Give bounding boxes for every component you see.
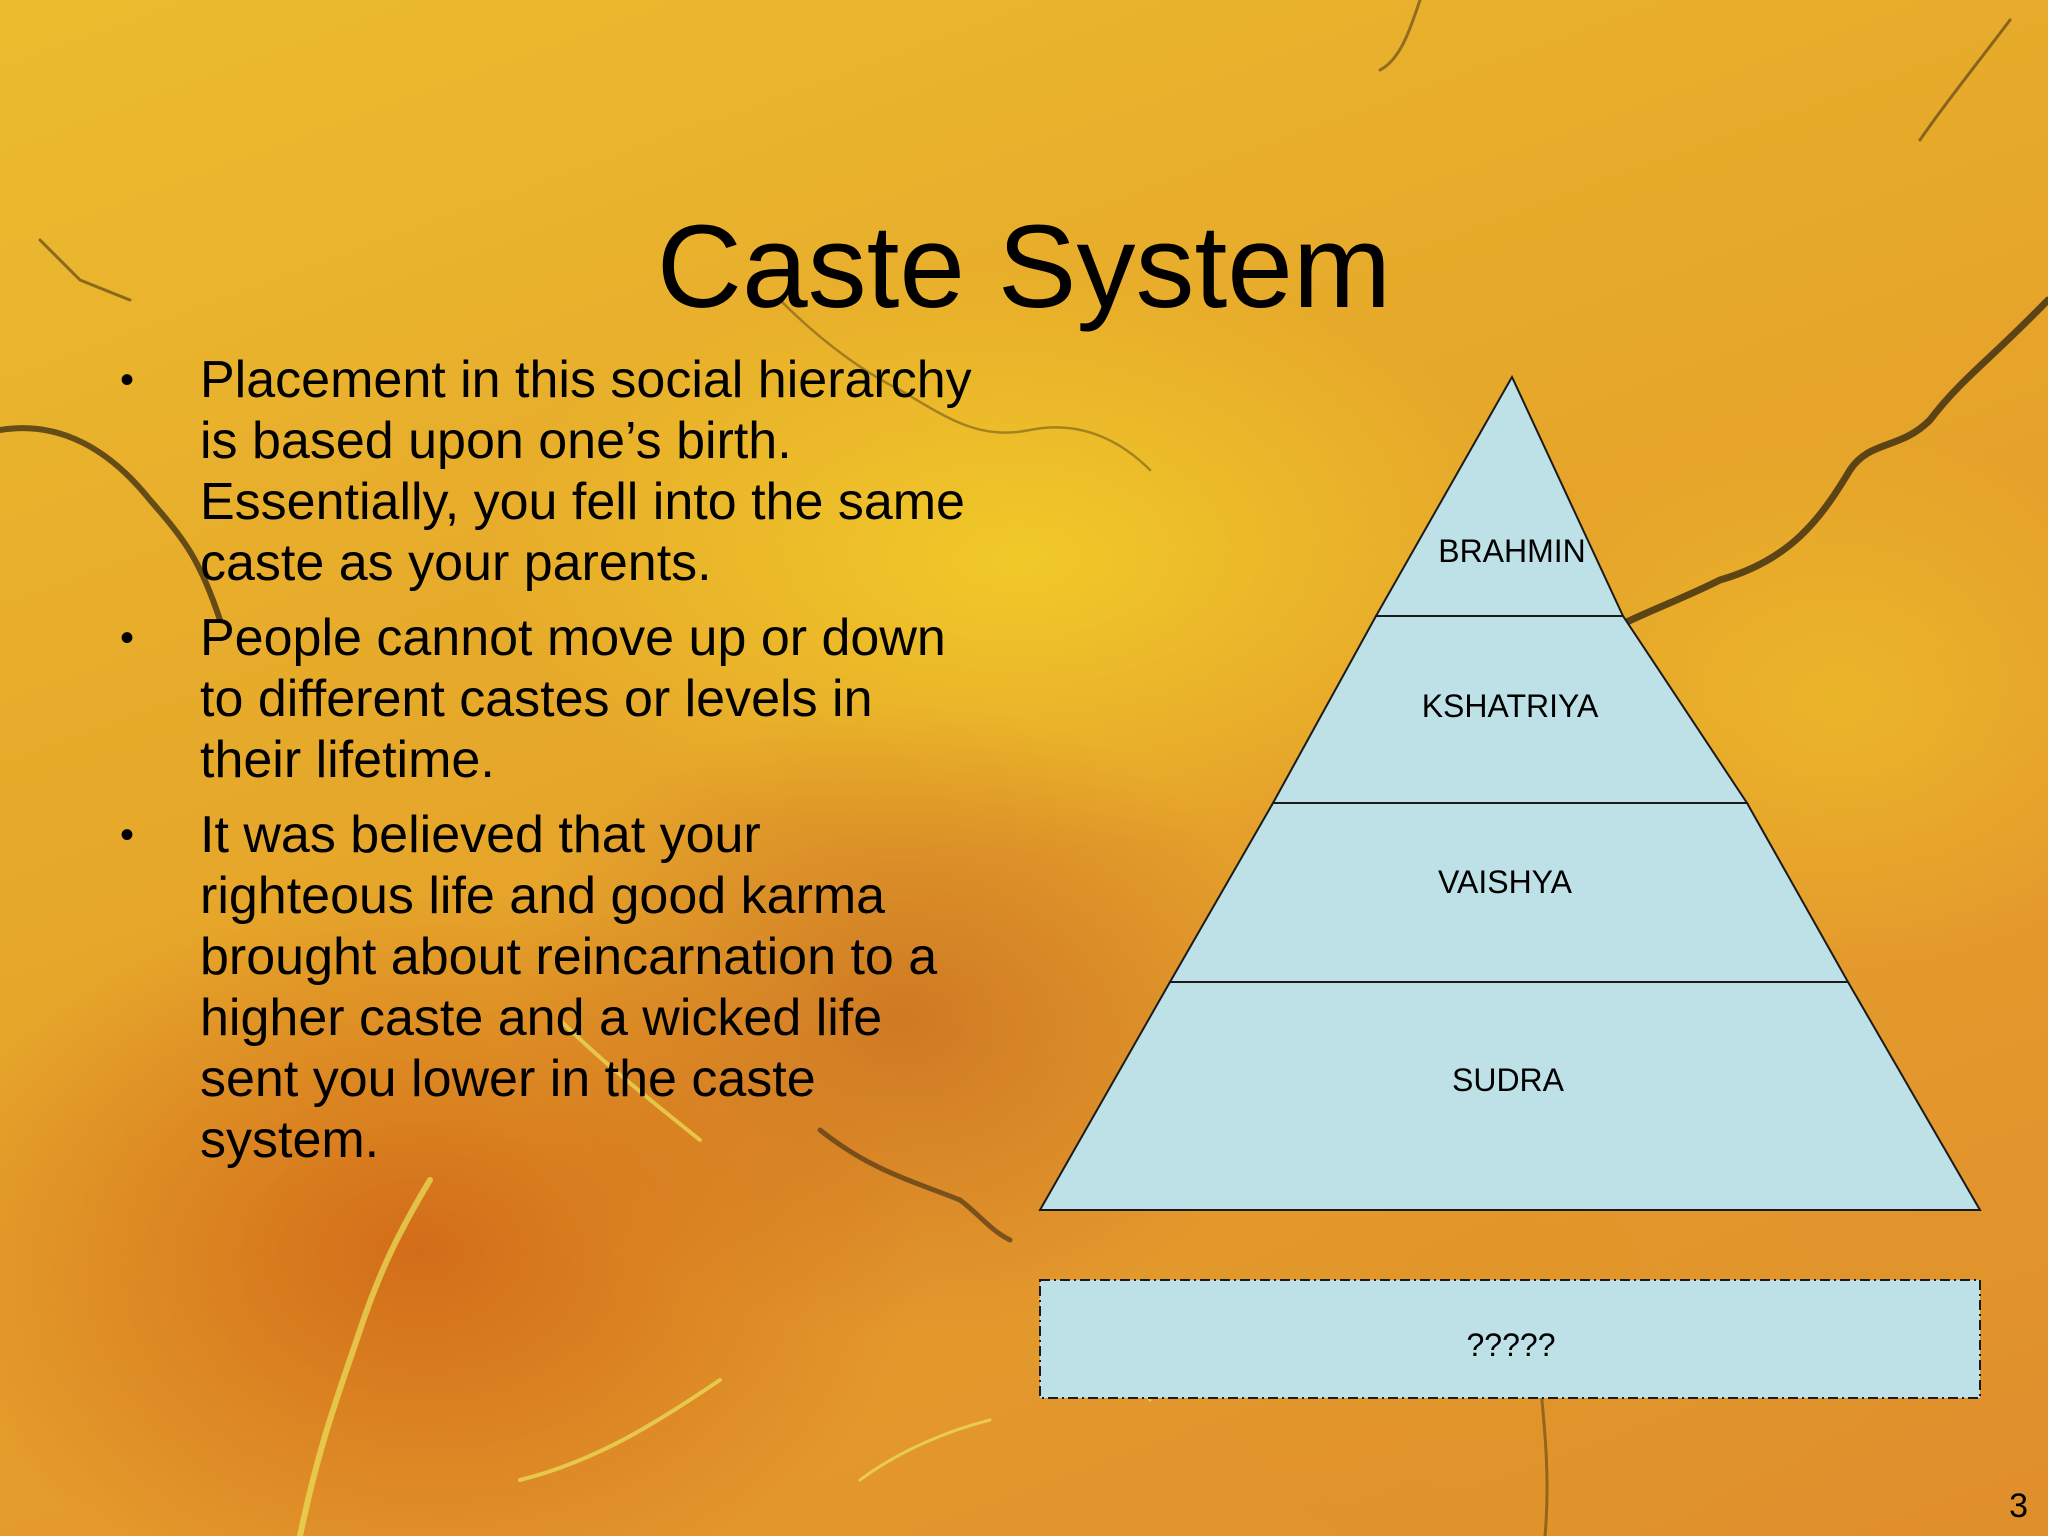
bullet-item: • People cannot move up or down to diffe… bbox=[120, 608, 980, 791]
bullet-text: Placement in this social hierarchy is ba… bbox=[200, 351, 972, 592]
bullet-icon: • bbox=[120, 616, 135, 660]
bullet-icon: • bbox=[120, 358, 135, 402]
tier-label-vaishya: VAISHYA bbox=[1438, 864, 1573, 900]
slide-title: Caste System bbox=[656, 201, 1392, 334]
unknown-tier-box bbox=[1039, 1279, 1981, 1399]
tier-label-brahmin: BRAHMIN bbox=[1438, 533, 1586, 569]
bullet-list: • Placement in this social hierarchy is … bbox=[120, 350, 980, 1185]
tier-label-sudra: SUDRA bbox=[1452, 1062, 1565, 1098]
bullet-text: It was believed that your righteous life… bbox=[200, 806, 938, 1169]
bullet-item: • Placement in this social hierarchy is … bbox=[120, 350, 980, 594]
tier-label-kshatriya: KSHATRIYA bbox=[1422, 688, 1599, 724]
bullet-icon: • bbox=[120, 813, 135, 857]
bullet-item: • It was believed that your righteous li… bbox=[120, 805, 980, 1171]
unknown-tier-label: ????? bbox=[1467, 1327, 1556, 1363]
page-number: 3 bbox=[2009, 1487, 2028, 1525]
tier-brahmin-shape bbox=[1374, 374, 1625, 617]
bullet-text: People cannot move up or down to differe… bbox=[200, 609, 946, 789]
tier-sudra-shape bbox=[1038, 981, 1982, 1211]
caste-pyramid-diagram: BRAHMIN KSHATRIYA VAISHYA SUDRA ????? bbox=[1038, 374, 1982, 1399]
